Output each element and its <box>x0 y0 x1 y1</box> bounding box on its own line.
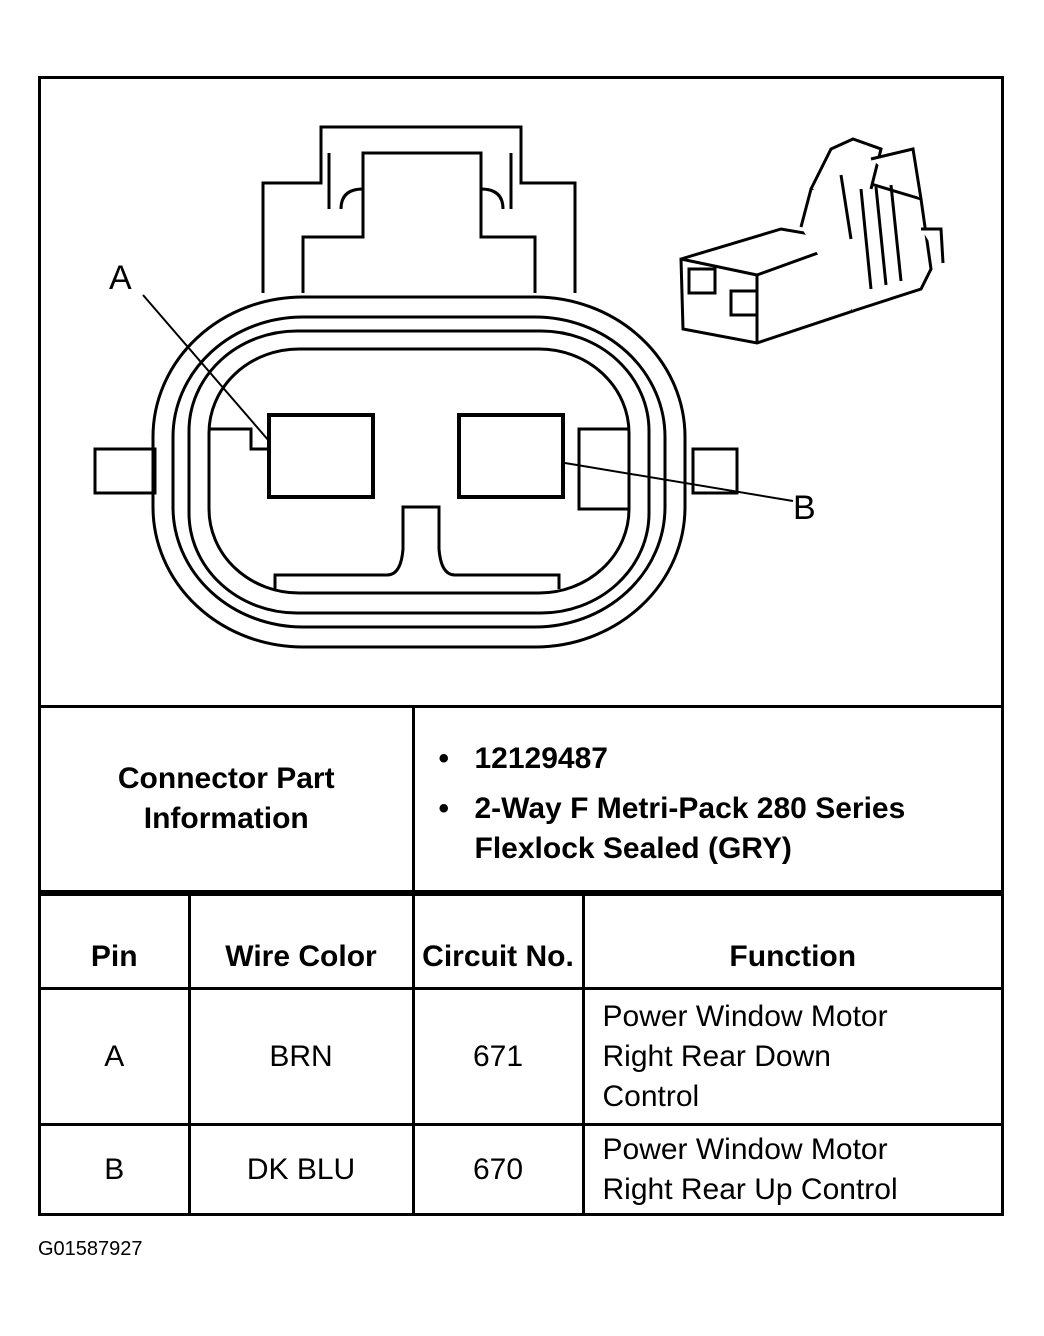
connector-part-details: 12129487 2-Way F Metri-Pack 280 Series F… <box>411 705 1002 893</box>
latch-inner <box>301 151 537 293</box>
right-side-tab <box>691 447 739 495</box>
pin-label-a: A <box>109 259 132 297</box>
wire-color-a: BRN <box>187 987 415 1126</box>
polarizing-key <box>273 505 561 589</box>
terminal-cavity-a <box>267 413 375 499</box>
pin-a: A <box>41 987 191 1126</box>
part-number: 12129487 <box>439 739 1002 779</box>
connector-figure-frame: A B Connector Part Information 12129487 … <box>38 76 1004 1216</box>
connector-part-heading: Connector Part Information <box>41 705 415 893</box>
latch-housing <box>261 125 577 293</box>
wire-color-b: DK BLU <box>187 1123 415 1215</box>
pin-label-b: B <box>793 489 816 527</box>
terminal-cavity-b <box>457 413 565 499</box>
connector-body-seal <box>171 315 667 629</box>
function-b: Power Window Motor Right Rear Up Control <box>581 1123 1001 1215</box>
connector-body-inner <box>187 329 651 615</box>
connector-cavity <box>207 347 631 595</box>
table-row: A BRN 671 Power Window Motor Right Rear … <box>41 987 1001 1126</box>
connector-body-outer <box>151 295 687 649</box>
header-pin: Pin <box>41 893 191 990</box>
connector-description: 2-Way F Metri-Pack 280 Series Flexlock S… <box>439 789 1002 869</box>
table-row: B DK BLU 670 Power Window Motor Right Re… <box>41 1123 1001 1215</box>
pin-b: B <box>41 1123 191 1215</box>
circuit-no-a: 671 <box>411 987 585 1126</box>
connector-isometric-view <box>679 137 945 345</box>
connector-part-table: Connector Part Information 12129487 2-Wa… <box>41 705 1001 893</box>
figure-id: G01587927 <box>38 1238 143 1260</box>
header-wire-color: Wire Color <box>187 893 415 990</box>
pin-function-table: Pin Wire Color Circuit No. Function A BR… <box>41 893 1001 1215</box>
header-function: Function <box>581 893 1001 990</box>
header-circuit-no: Circuit No. <box>411 893 585 990</box>
function-a: Power Window Motor Right Rear Down Contr… <box>581 987 1001 1126</box>
left-side-tab <box>93 447 157 495</box>
connector-face-drawing: A B <box>93 125 945 649</box>
circuit-no-b: 670 <box>411 1123 585 1215</box>
